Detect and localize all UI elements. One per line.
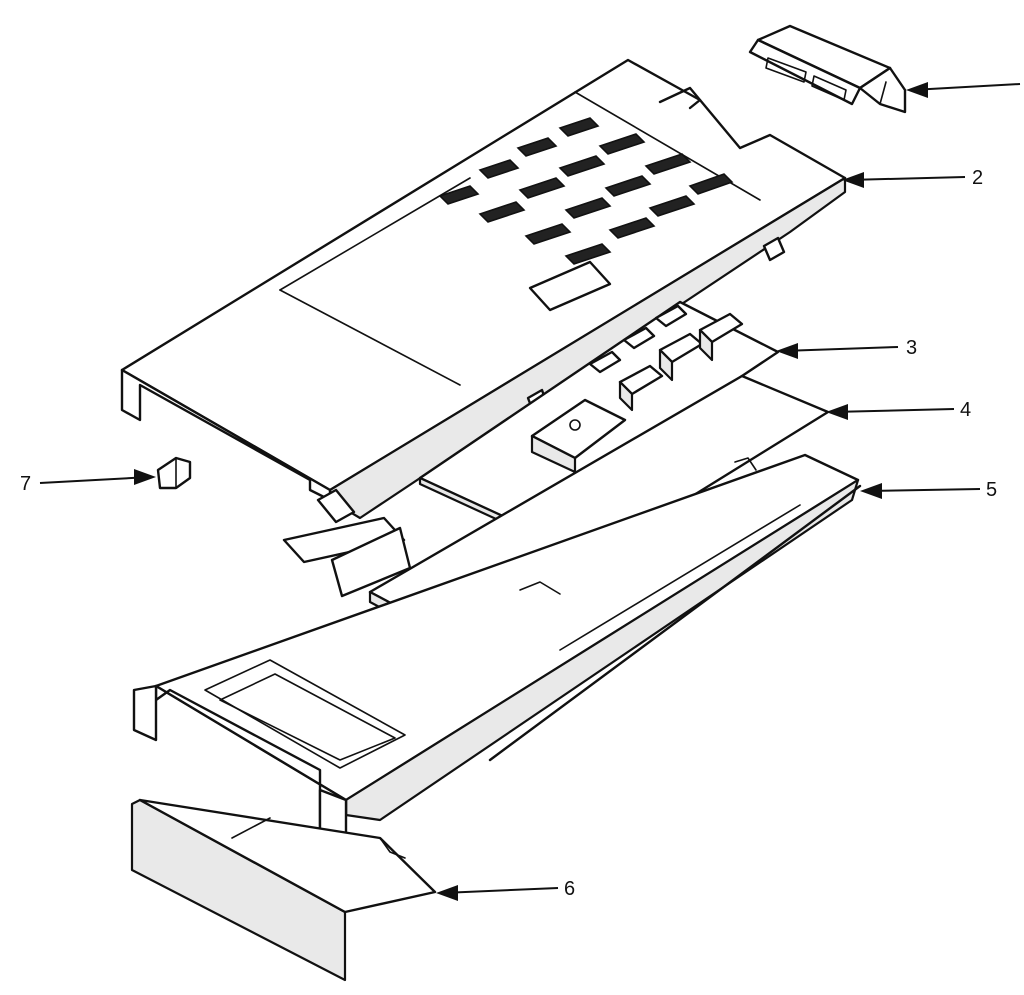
bottom-case-part — [132, 453, 862, 842]
small-clip-part — [156, 456, 192, 490]
callout-3: 3 — [776, 337, 917, 359]
battery-cover-part — [130, 798, 437, 982]
callout-5: 5 — [860, 479, 997, 501]
callout-7: 7 — [20, 469, 156, 495]
circuit-board-part — [418, 300, 780, 532]
callout-1 — [906, 82, 1021, 98]
callout-label-6: 6 — [564, 878, 575, 900]
callout-label-3: 3 — [906, 337, 917, 359]
callout-2: 2 — [842, 167, 983, 189]
callout-label-5: 5 — [986, 479, 997, 501]
callout-label-4: 4 — [960, 399, 971, 421]
top-clip-part — [748, 24, 907, 114]
callout-label-7: 7 — [20, 473, 31, 495]
callout-4: 4 — [826, 399, 971, 421]
keypad-keys — [438, 117, 734, 312]
callout-label-2: 2 — [972, 167, 983, 189]
callout-6: 6 — [436, 878, 575, 901]
top-cover-part — [120, 58, 847, 524]
